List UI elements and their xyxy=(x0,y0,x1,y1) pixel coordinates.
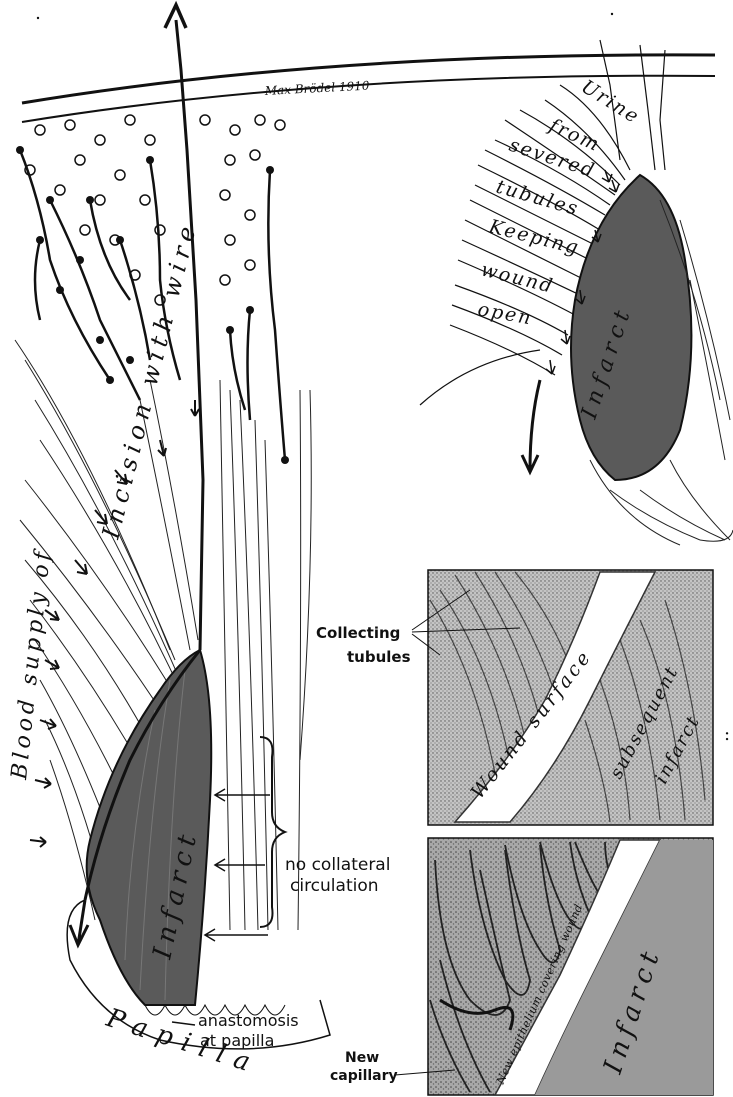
glomeruli-cluster xyxy=(25,115,285,305)
tubules-label: tubules xyxy=(494,176,582,221)
incision-arrow xyxy=(70,900,88,945)
speck-dot xyxy=(37,17,39,19)
keeping-label: Keeping xyxy=(486,215,582,259)
signature: Max Brödel 1910 xyxy=(263,79,370,99)
wound-label: wound xyxy=(479,259,556,298)
urine-main-arrow xyxy=(522,380,540,472)
open-label: open xyxy=(476,298,534,329)
bottom-right-panel: New epithelium covering wound Infarct Ne… xyxy=(330,838,713,1095)
new-label: New xyxy=(345,1050,379,1066)
top-right-figure: Urine from severed tubules Keeping wound… xyxy=(420,40,733,545)
anastomosis-label: anastomosis xyxy=(198,1011,299,1030)
speck-dot xyxy=(611,13,613,15)
no-collateral-brace xyxy=(260,737,285,927)
wire-line xyxy=(176,20,203,650)
blood-supply-label: Blood supply of xyxy=(7,547,56,782)
tubules-pointer-label: tubules xyxy=(347,648,411,666)
colon-mark: : xyxy=(724,724,730,745)
circulation-label: circulation xyxy=(290,876,379,896)
collecting-label: Collecting xyxy=(316,624,400,642)
no-collateral-arrows xyxy=(205,789,270,941)
urine-label: Urine xyxy=(577,76,643,129)
middle-right-panel: Wound surface subsequent infarct Collect… xyxy=(316,570,730,825)
no-collateral-label: no collateral xyxy=(285,855,390,875)
capillary-label: capillary xyxy=(330,1068,398,1084)
